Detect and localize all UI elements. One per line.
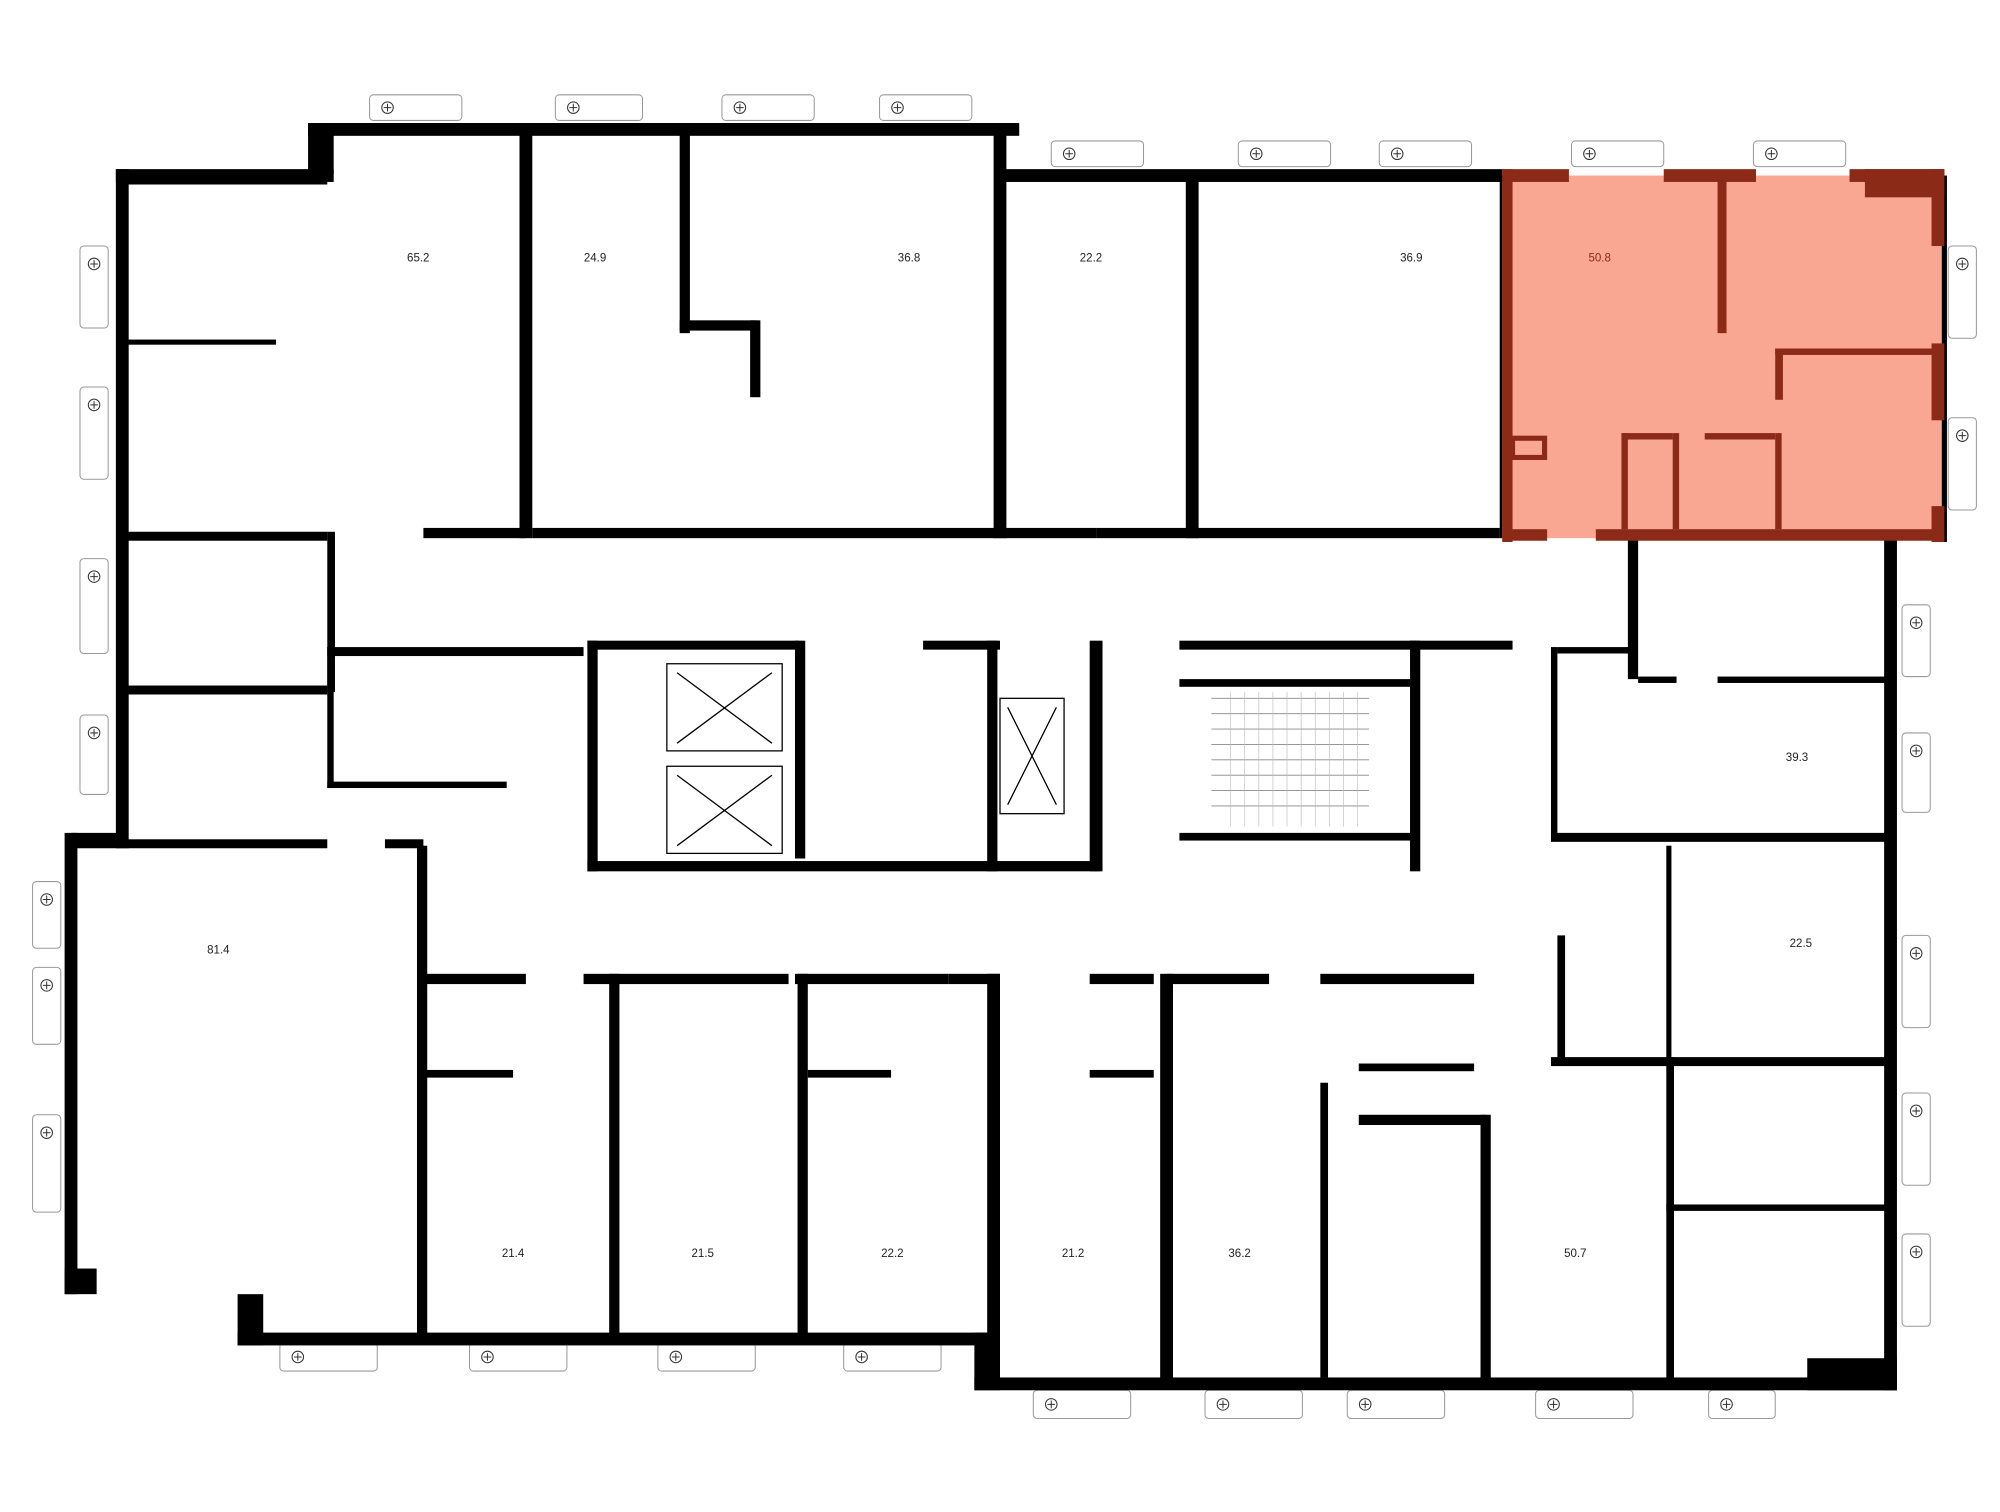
window-fan-icon xyxy=(721,94,815,121)
area-label: 65.2 xyxy=(407,252,429,264)
window-fan-icon xyxy=(1050,140,1145,168)
area-label: 36.2 xyxy=(1228,1248,1250,1260)
window-fan-icon xyxy=(79,714,109,795)
area-label: 22.2 xyxy=(1080,252,1102,264)
area-label: 22.2 xyxy=(881,1248,903,1260)
window-fan-icon xyxy=(469,1342,568,1372)
window-fan-icon xyxy=(1752,140,1847,168)
area-label: 24.9 xyxy=(584,252,606,264)
window-fan-icon xyxy=(1237,140,1332,168)
stairs-icon xyxy=(1211,691,1370,827)
window-fan-icon xyxy=(279,1342,378,1372)
walls xyxy=(64,123,1947,1391)
window-fan-icon xyxy=(1535,1389,1634,1419)
window-fan-icon xyxy=(1204,1389,1303,1419)
area-label: 36.8 xyxy=(898,252,920,264)
highlighted-apartment-walls xyxy=(1502,169,1945,543)
area-label: 21.4 xyxy=(502,1248,525,1260)
area-label: 36.9 xyxy=(1400,252,1422,264)
window-fan-icon xyxy=(1947,417,1977,511)
window-fan-icon xyxy=(32,966,62,1045)
windows xyxy=(32,94,1977,1419)
window-fan-icon xyxy=(1570,140,1665,168)
window-fan-icon xyxy=(1032,1389,1132,1419)
window-fan-icon xyxy=(554,94,644,121)
elevator-core xyxy=(666,663,1370,855)
elevator-icon xyxy=(666,663,783,752)
window-fan-icon xyxy=(79,558,109,655)
window-fan-icon xyxy=(1901,1233,1931,1327)
elevator-icon xyxy=(999,697,1065,815)
area-label: 50.7 xyxy=(1564,1248,1586,1260)
window-fan-icon xyxy=(1378,140,1473,168)
window-fan-icon xyxy=(879,94,973,121)
area-label: 22.5 xyxy=(1790,938,1812,950)
window-fan-icon xyxy=(1901,604,1931,678)
window-fan-icon xyxy=(79,386,109,480)
area-label: 21.2 xyxy=(1062,1248,1084,1260)
window-fan-icon xyxy=(79,245,109,329)
window-fan-icon xyxy=(1901,934,1931,1029)
window-fan-icon xyxy=(32,1114,62,1213)
elevator-icon xyxy=(666,765,783,855)
window-fan-icon xyxy=(1901,732,1931,813)
window-fan-icon xyxy=(369,94,463,121)
area-label-highlighted: 50.8 xyxy=(1588,252,1610,264)
window-fan-icon xyxy=(657,1342,756,1372)
window-fan-icon xyxy=(843,1342,942,1372)
window-fan-icon xyxy=(1346,1389,1446,1419)
window-fan-icon xyxy=(32,881,62,949)
area-label: 39.3 xyxy=(1786,752,1808,764)
area-label: 21.5 xyxy=(692,1248,714,1260)
area-labels: 65.2 24.9 36.8 22.2 36.9 50.8 39.3 22.5 … xyxy=(207,252,1812,1260)
window-fan-icon xyxy=(1947,245,1977,339)
window-fan-icon xyxy=(1901,1092,1931,1186)
window-fan-icon xyxy=(1708,1389,1776,1419)
area-label: 81.4 xyxy=(207,944,230,956)
